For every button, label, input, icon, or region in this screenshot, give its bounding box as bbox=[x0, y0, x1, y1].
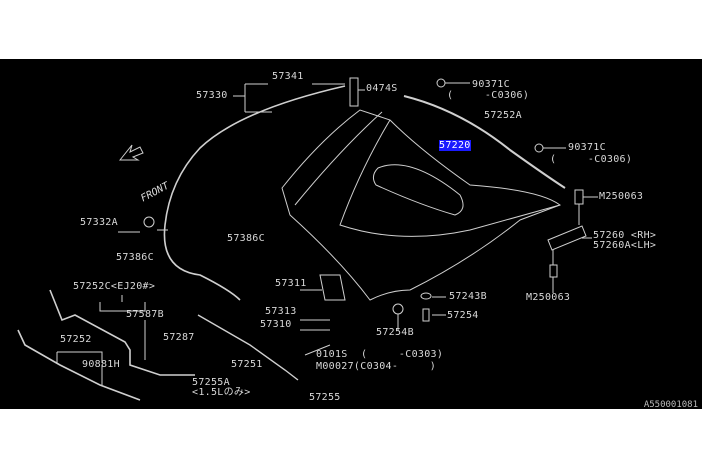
part-label-57254B[interactable]: 57254B bbox=[376, 327, 414, 338]
part-label-57260A[interactable]: 57260A<LH> bbox=[593, 240, 657, 251]
part-label-57287[interactable]: 57287 bbox=[163, 332, 195, 343]
part-label-M250063-b[interactable]: M250063 bbox=[526, 292, 571, 303]
front-arrow-icon bbox=[118, 144, 144, 161]
seal-57252A bbox=[403, 95, 566, 189]
part-label-0474S[interactable]: 0474S bbox=[366, 83, 398, 94]
bumper-57254B bbox=[392, 303, 404, 315]
part-label-57252[interactable]: 57252 bbox=[60, 334, 92, 345]
parts-diagram-canvas: FRONT 57341 57330 0474S 90371C ( -C0306)… bbox=[0, 59, 702, 409]
support-rod-57251 bbox=[197, 314, 299, 381]
part-label-57251[interactable]: 57251 bbox=[231, 359, 263, 370]
part-label-57252A[interactable]: 57252A bbox=[484, 110, 522, 121]
part-label-57313[interactable]: 57313 bbox=[265, 306, 297, 317]
hood-scoop bbox=[372, 164, 464, 216]
part-label-57341[interactable]: 57341 bbox=[272, 71, 304, 82]
part-label-M00027[interactable]: M00027(C0304- ) bbox=[316, 361, 437, 372]
part-label-M250063[interactable]: M250063 bbox=[599, 191, 644, 202]
part-label-57332A[interactable]: 57332A bbox=[80, 217, 118, 228]
part-label-90371C-b[interactable]: 90371C bbox=[568, 142, 606, 153]
diagram-code: A550001081 bbox=[643, 400, 698, 410]
cable-57330 bbox=[163, 85, 346, 301]
part-label-0101S[interactable]: 0101S bbox=[316, 349, 348, 360]
parts-drawing bbox=[17, 77, 598, 401]
part-label-57252C[interactable]: 57252C<EJ20#> bbox=[73, 281, 156, 292]
part-label-57587B[interactable]: 57587B bbox=[126, 309, 164, 320]
part-label-57330[interactable]: 57330 bbox=[196, 90, 228, 101]
part-label-57386C-b[interactable]: 57386C bbox=[116, 252, 154, 263]
hinge-57260 bbox=[547, 225, 592, 251]
part-label-57311[interactable]: 57311 bbox=[275, 278, 307, 289]
part-label-57255[interactable]: 57255 bbox=[309, 392, 341, 403]
part-range-0101S: ( -C0303) bbox=[361, 349, 444, 360]
part-label-57254[interactable]: 57254 bbox=[447, 310, 479, 321]
part-label-57243B[interactable]: 57243B bbox=[449, 291, 487, 302]
hood-inner-line bbox=[294, 111, 561, 237]
seal-57252C bbox=[49, 289, 195, 376]
part-label-57255A[interactable]: 57255A bbox=[192, 377, 230, 388]
part-label-57310[interactable]: 57310 bbox=[260, 319, 292, 330]
part-label-90371C[interactable]: 90371C bbox=[472, 79, 510, 90]
part-range-90371C: ( -C0306) bbox=[447, 90, 530, 101]
hood-outline bbox=[281, 109, 562, 301]
part-label-57386C[interactable]: 57386C bbox=[227, 233, 265, 244]
part-label-57260[interactable]: 57260 <RH> bbox=[593, 230, 657, 241]
part-label-57220-selected[interactable]: 57220 bbox=[439, 140, 471, 151]
part-range-90371C-b: ( -C0306) bbox=[550, 154, 633, 165]
seal-57252 bbox=[17, 329, 141, 401]
part-label-90881H[interactable]: 90881H bbox=[82, 359, 120, 370]
part-note-57255A: <1.5Lのみ> bbox=[192, 387, 251, 398]
